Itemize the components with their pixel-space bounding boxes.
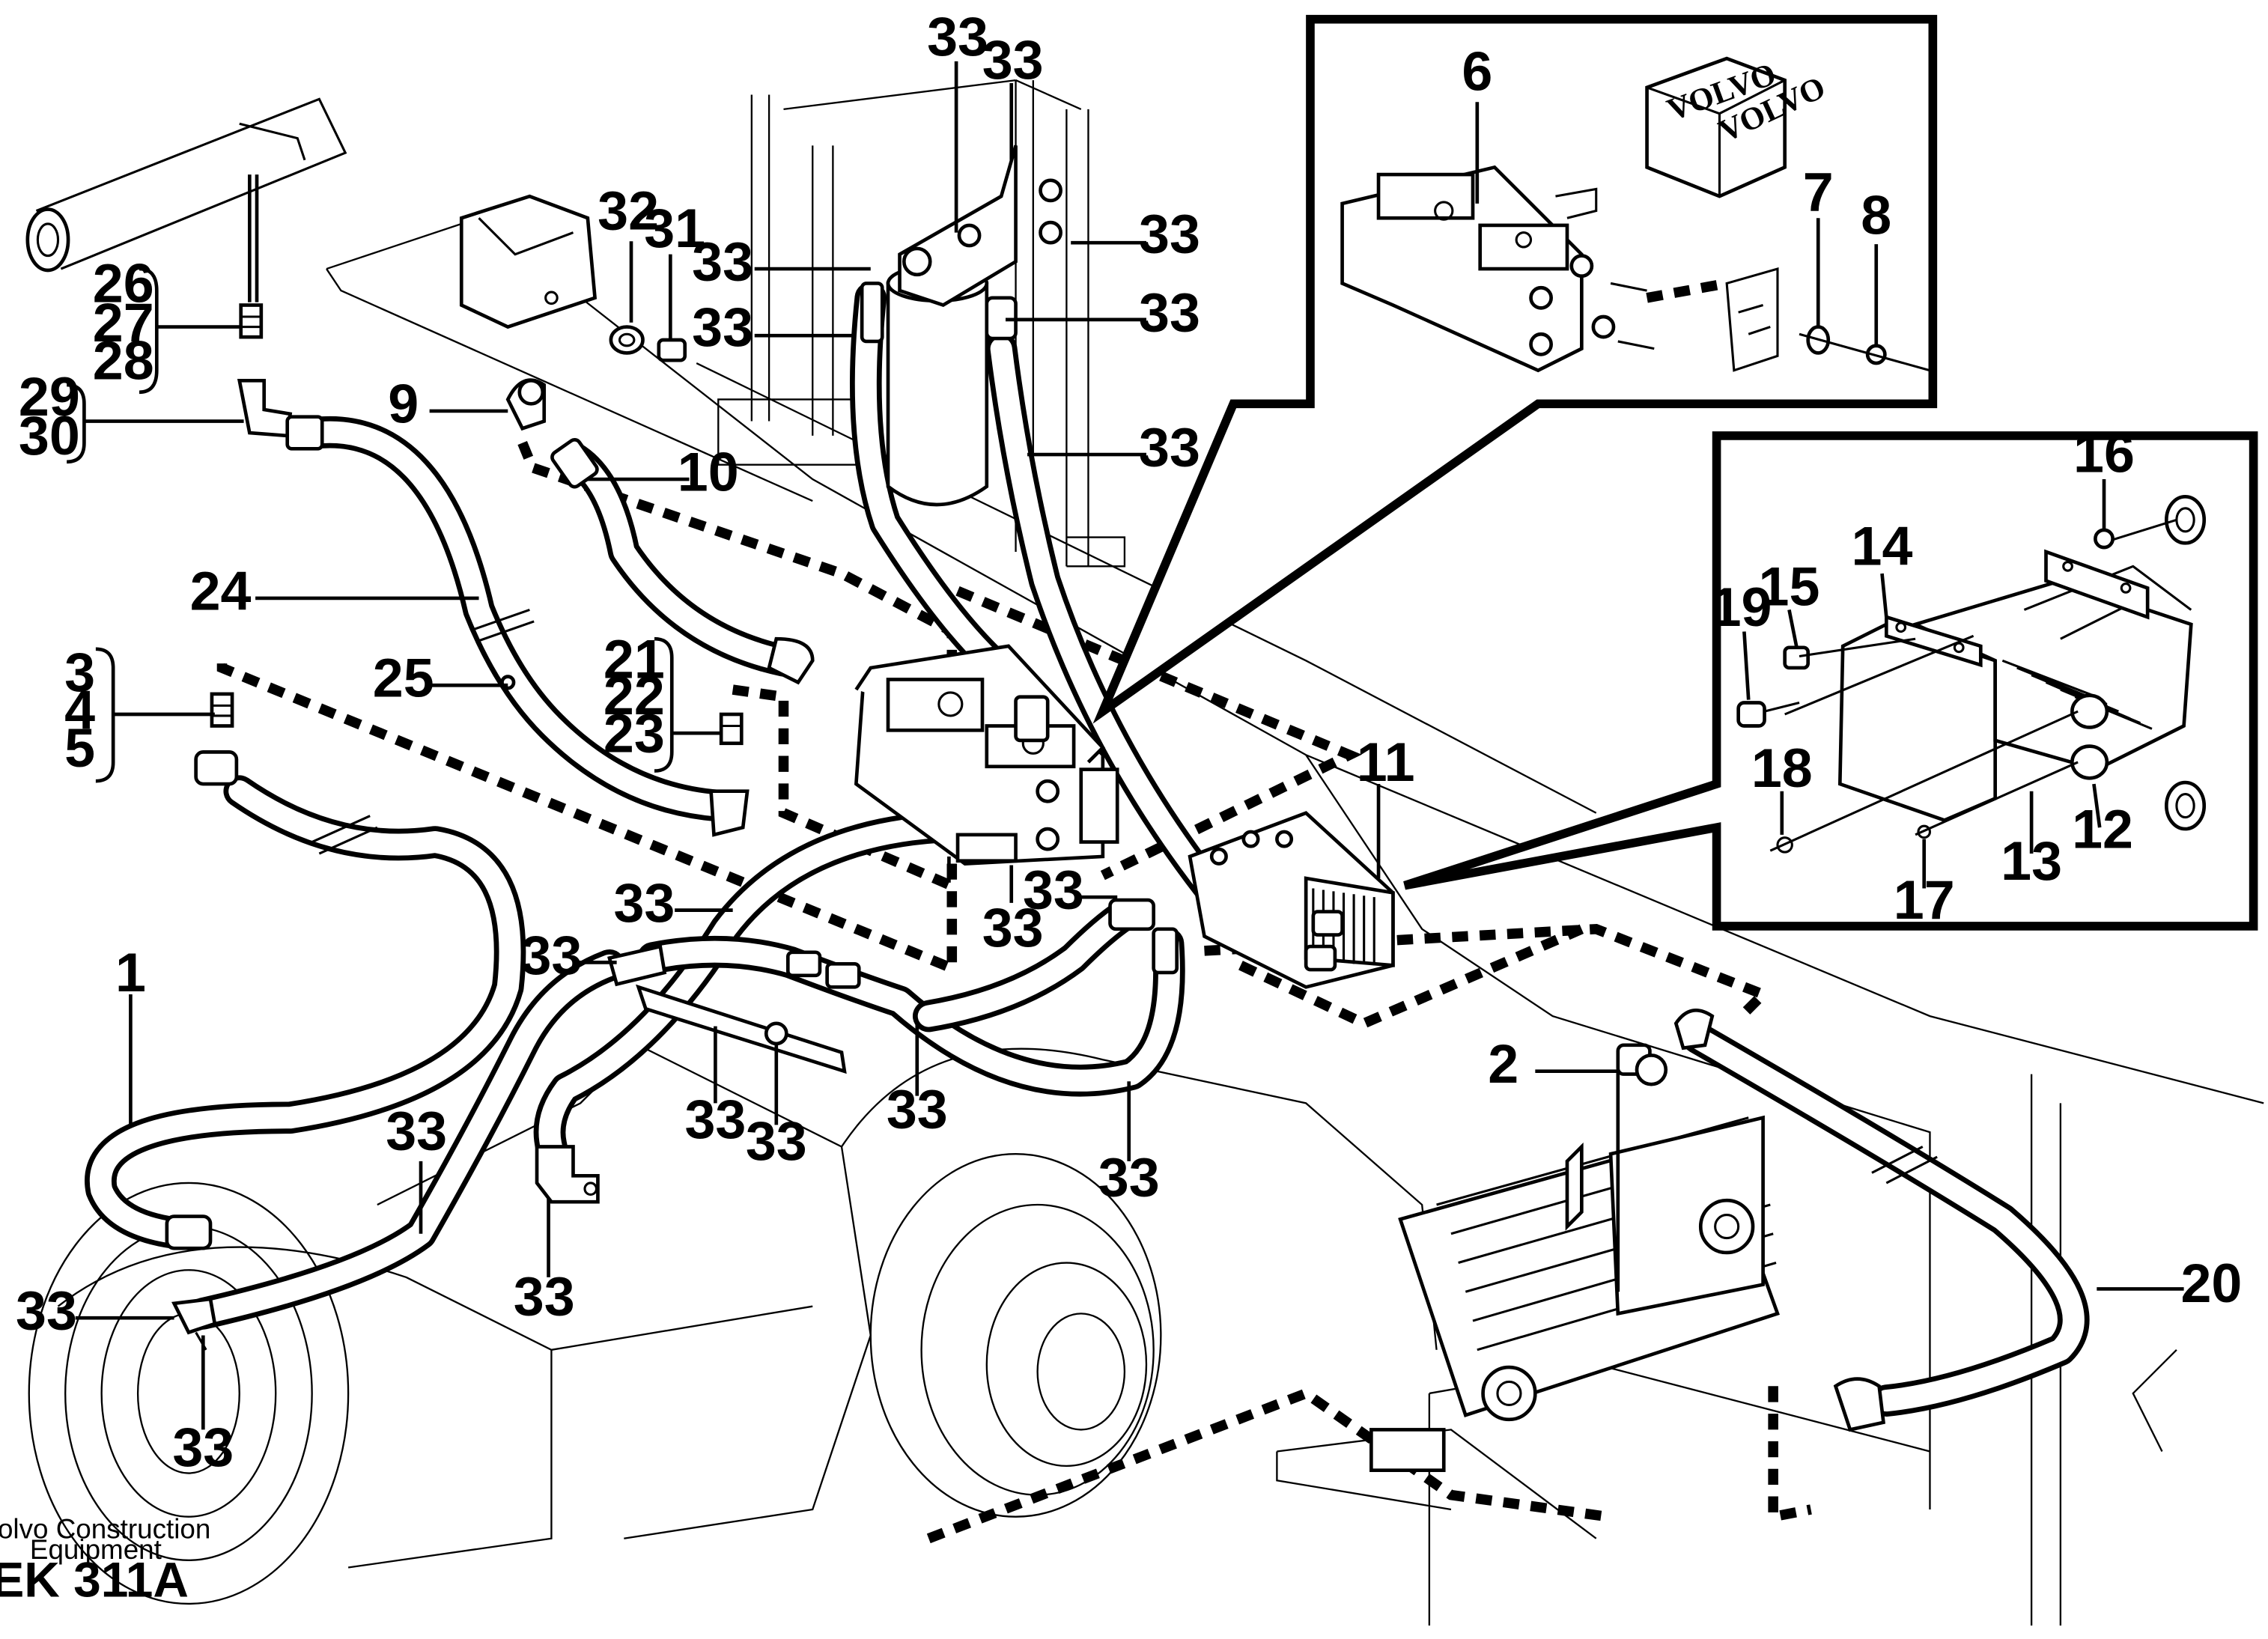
- callout-20: 20: [2180, 1252, 2242, 1314]
- callout-1: 1: [115, 941, 146, 1003]
- leader-lines: [75, 61, 2184, 1430]
- oil-cooler-large: [1369, 1043, 1780, 1472]
- callout-28: 28: [93, 329, 154, 391]
- callout-6: 6: [1462, 40, 1492, 103]
- thermostat-valve-block: [854, 644, 1119, 866]
- callout-23: 23: [604, 702, 665, 764]
- callout-25: 25: [373, 647, 434, 709]
- callout-32: 32: [598, 180, 659, 242]
- callout-33: 33: [887, 1077, 948, 1140]
- callout-18: 18: [1751, 737, 1813, 799]
- oil-cooler-small: [1188, 811, 1395, 989]
- callout-30: 30: [19, 404, 80, 466]
- callout-24: 24: [190, 559, 252, 621]
- callout-33: 33: [982, 28, 1044, 91]
- callout-21: 21: [604, 628, 665, 690]
- callout-27: 27: [93, 291, 154, 353]
- callout-19: 19: [1711, 576, 1772, 638]
- detail-inset-valve: VOLVO VOLVO: [1092, 14, 1938, 724]
- callout-31: 31: [644, 197, 705, 259]
- callout-33: 33: [982, 896, 1044, 958]
- hose-break-marks: [311, 609, 1938, 1185]
- callout-33: 33: [684, 1088, 746, 1150]
- callout-33: 33: [1023, 859, 1084, 921]
- footer-brand: Volvo Construction Equipment EK 311A: [0, 1514, 210, 1608]
- callout-33: 33: [927, 5, 988, 67]
- callout-33: 33: [520, 924, 582, 986]
- callout-33: 33: [1098, 1146, 1160, 1208]
- callout-11: 11: [1357, 731, 1415, 793]
- detail-inset-cooler: [1403, 431, 2258, 931]
- callout-5: 5: [64, 717, 95, 779]
- callout-29: 29: [19, 365, 80, 428]
- callout-33: 33: [613, 872, 675, 934]
- callout-2: 2: [1488, 1033, 1518, 1095]
- callout-12: 12: [2072, 797, 2133, 860]
- brand-line-2: Equipment: [30, 1534, 162, 1565]
- callout-33: 33: [1139, 416, 1200, 478]
- fittings: [165, 303, 1886, 1432]
- callout-labels: 1 2 3 4 5 6 7 8 9 10 11 12 13 14 15 16 1…: [16, 5, 2242, 1478]
- callout-26: 26: [93, 252, 154, 314]
- callout-3: 3: [64, 641, 95, 703]
- callout-8: 8: [1861, 184, 1891, 246]
- callout-33: 33: [1139, 281, 1200, 343]
- callout-33: 33: [514, 1265, 575, 1327]
- callout-33: 33: [172, 1416, 234, 1478]
- callout-33: 33: [1139, 203, 1200, 265]
- callout-33: 33: [692, 231, 753, 293]
- callout-7: 7: [1803, 161, 1834, 223]
- machine-frame-outline: [25, 79, 2264, 1626]
- callout-17: 17: [1894, 869, 1955, 931]
- callout-4: 4: [64, 678, 95, 741]
- callout-14: 14: [1852, 514, 1913, 577]
- callout-9: 9: [388, 372, 419, 434]
- callout-33: 33: [692, 296, 753, 358]
- drawing-code: EK 311A: [0, 1551, 189, 1607]
- callout-10: 10: [678, 441, 739, 503]
- callout-33: 33: [746, 1110, 807, 1172]
- group-braces: [67, 267, 674, 783]
- callout-33: 33: [386, 1099, 447, 1161]
- callout-16: 16: [2073, 422, 2135, 484]
- callout-22: 22: [604, 664, 665, 726]
- callout-33: 33: [16, 1280, 77, 1342]
- brand-line-1: Volvo Construction: [0, 1514, 210, 1545]
- callout-15: 15: [1759, 556, 1820, 618]
- callout-13: 13: [2001, 830, 2062, 892]
